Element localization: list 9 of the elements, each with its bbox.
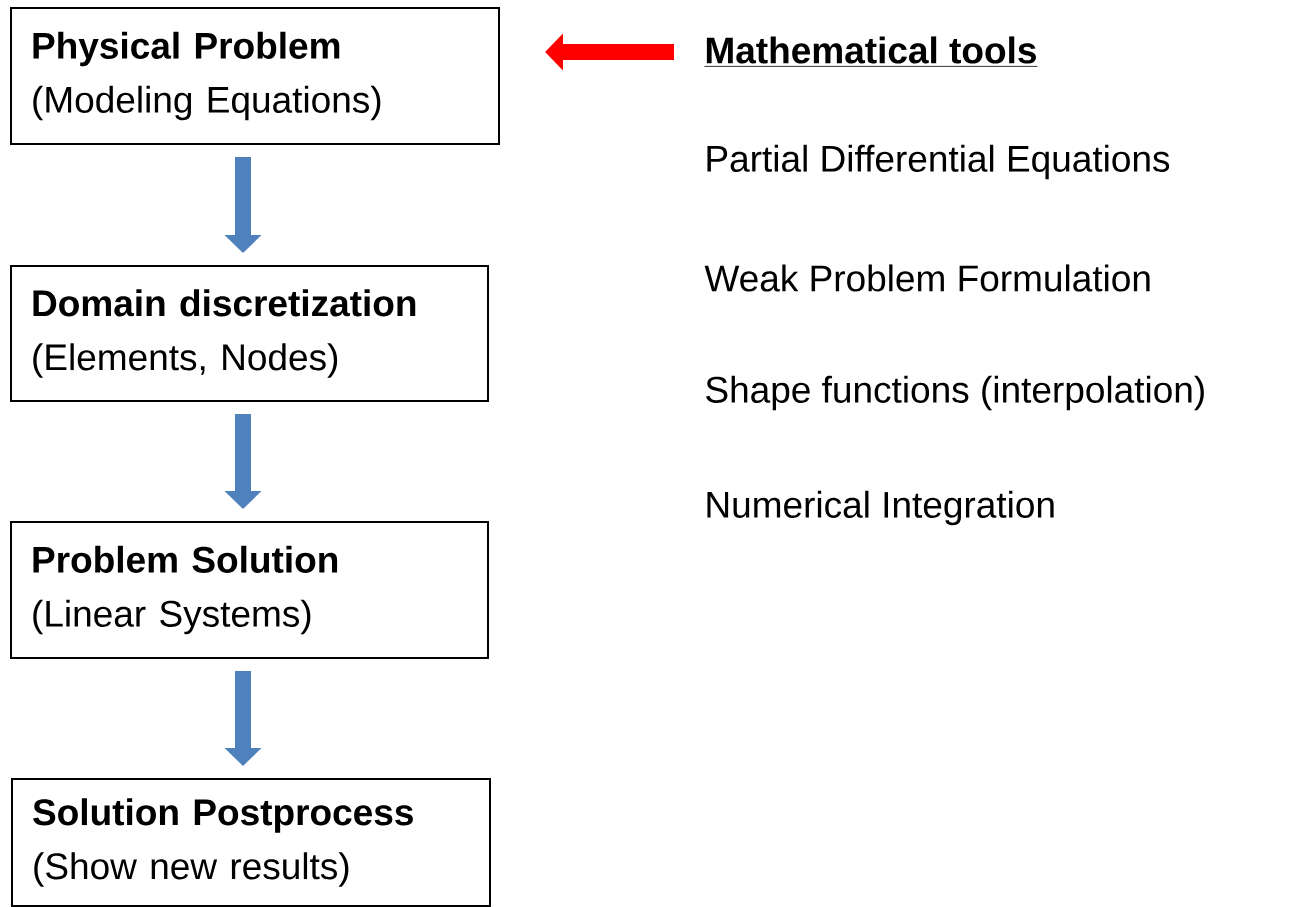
process-box: Problem Solution (Linear Systems) [10,521,489,659]
list-item: Partial Differential Equations [707,144,1170,180]
heading: Mathematical tools [704,36,1038,67]
list-item: Weak Problem Formulation [704,264,1150,292]
process-box: Solution Postprocess (Show new results) [11,778,491,907]
list-item: Shape functions (interpolation) [706,375,1204,411]
list-item: Numerical Integration [707,490,1054,526]
process-box: Physical Problem (Modeling Equations) [10,7,500,145]
process-box: Domain discretization (Elements, Nodes) [10,265,489,402]
